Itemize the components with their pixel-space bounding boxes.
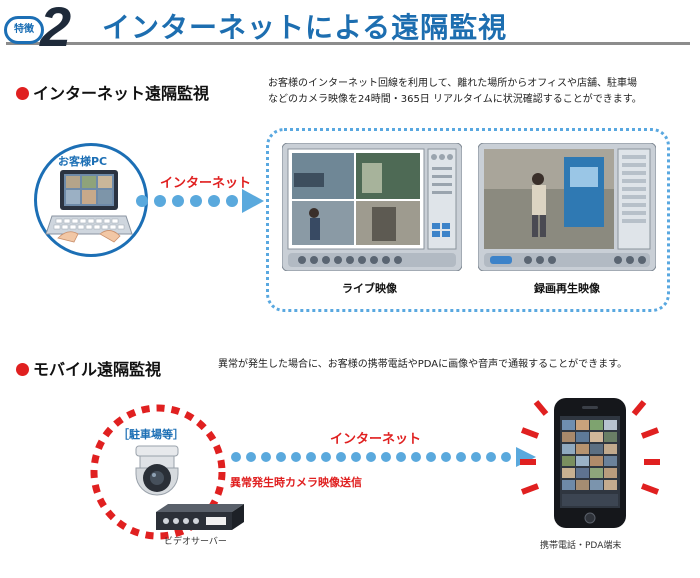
mobile-section-description: 異常が発生した場合に、お客様の携帯電話やPDAに画像や音声で通報することができま… [218,359,628,370]
playback-viewer-screenshot [478,143,656,271]
description-line: お客様のインターネット回線を利用して、離れた場所からオフィスや店舗、駐車場 [268,78,637,89]
live-viewer-screenshot [282,143,462,271]
video-server-icon [156,504,244,530]
viewer-screens-frame [266,128,670,312]
smartphone-icon [520,398,660,528]
feature-header: 特徴 2 インターネットによる遠隔監視 [0,0,700,58]
feature-number: 2 [40,0,71,58]
video-server-label: ビデオサーバー [164,537,227,547]
feature-badge: 特徴 [4,16,44,44]
dome-camera-icon [135,445,179,496]
header-rule [6,42,690,45]
dotted-arrow-icon [136,189,264,213]
internet-label: インターネット [160,176,252,191]
red-bullet-icon [16,87,29,100]
red-bullet-icon [16,363,29,376]
live-video-caption: ライブ映像 [342,282,397,295]
mobile-device-label: 携帯電話・PDA端末 [540,541,622,551]
playback-video-caption: 録画再生映像 [534,282,600,295]
laptop-icon [45,170,133,243]
mobile-section-title: モバイル遠隔監視 [16,356,161,380]
parking-location-label: ［駐車場等］ [118,428,184,441]
description-line: などのカメラ映像を24時間・365日 リアルタイムに状況確認することができます。 [268,94,642,105]
mobile-internet-label: インターネット [330,432,422,447]
page-title: インターネットによる遠隔監視 [102,11,508,44]
alert-transmission-label: 異常発生時カメラ映像送信 [230,476,362,489]
long-dotted-arrow-icon [231,447,536,467]
alert-zone-circle [90,404,226,540]
internet-section-description: お客様のインターネット回線を利用して、離れた場所からオフィスや店舗、駐車場 など… [268,76,694,108]
internet-section-title: インターネット遠隔監視 [16,80,209,104]
customer-pc-label: お客様PC [58,155,108,168]
